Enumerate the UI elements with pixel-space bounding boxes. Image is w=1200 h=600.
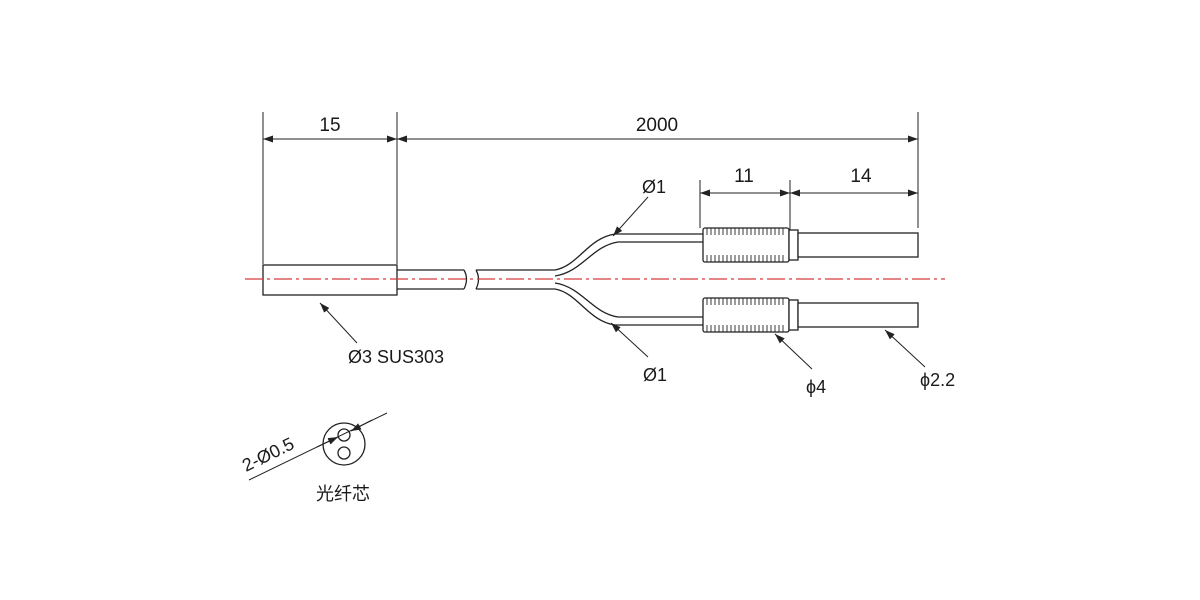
core-arrow-in xyxy=(316,436,339,448)
knurl-nut-lower xyxy=(702,297,790,333)
core-hole-lower xyxy=(337,446,351,460)
sensor-head xyxy=(262,264,398,296)
label-core-caption: 光纤芯 xyxy=(316,484,370,505)
core-section xyxy=(248,412,388,481)
dim-knurl-length: 11 xyxy=(734,166,754,187)
label-head-spec: Ø3 SUS303 xyxy=(348,347,444,367)
fiber-branch-upper xyxy=(554,227,919,277)
fiber-tip-lower xyxy=(797,302,919,328)
leader-fiber-dia-upper xyxy=(612,196,649,237)
leader-fiber-dia-lower xyxy=(610,322,649,358)
leader-tip-dia xyxy=(884,329,926,368)
label-core-spec: 2-Ø0.5 xyxy=(239,433,297,475)
knurl-texture-lower xyxy=(706,298,784,332)
knurl-texture-upper xyxy=(706,228,784,262)
break-mark-left xyxy=(463,269,468,290)
fiber-branch-lower xyxy=(554,282,919,333)
leader-knurl-dia xyxy=(774,333,813,370)
label-fiber-dia-upper: Ø1 xyxy=(642,177,666,197)
core-arrow-out xyxy=(350,419,373,432)
core-hole-upper xyxy=(337,428,351,442)
knurl-nut-upper xyxy=(702,227,790,263)
collar-upper xyxy=(788,229,799,261)
dim-tip-length: 14 xyxy=(850,166,872,187)
label-fiber-dia-lower: Ø1 xyxy=(643,365,667,385)
label-knurl-dia: ϕ4 xyxy=(806,377,826,397)
fiber-tip-upper xyxy=(797,232,919,258)
label-tip-dia: ϕ2.2 xyxy=(920,370,955,390)
dim-head-length: 15 xyxy=(319,115,340,136)
leader-head-spec xyxy=(319,302,358,344)
dim-total-length: 2000 xyxy=(636,115,678,136)
collar-lower xyxy=(788,299,799,331)
dimension-lines xyxy=(263,135,918,197)
